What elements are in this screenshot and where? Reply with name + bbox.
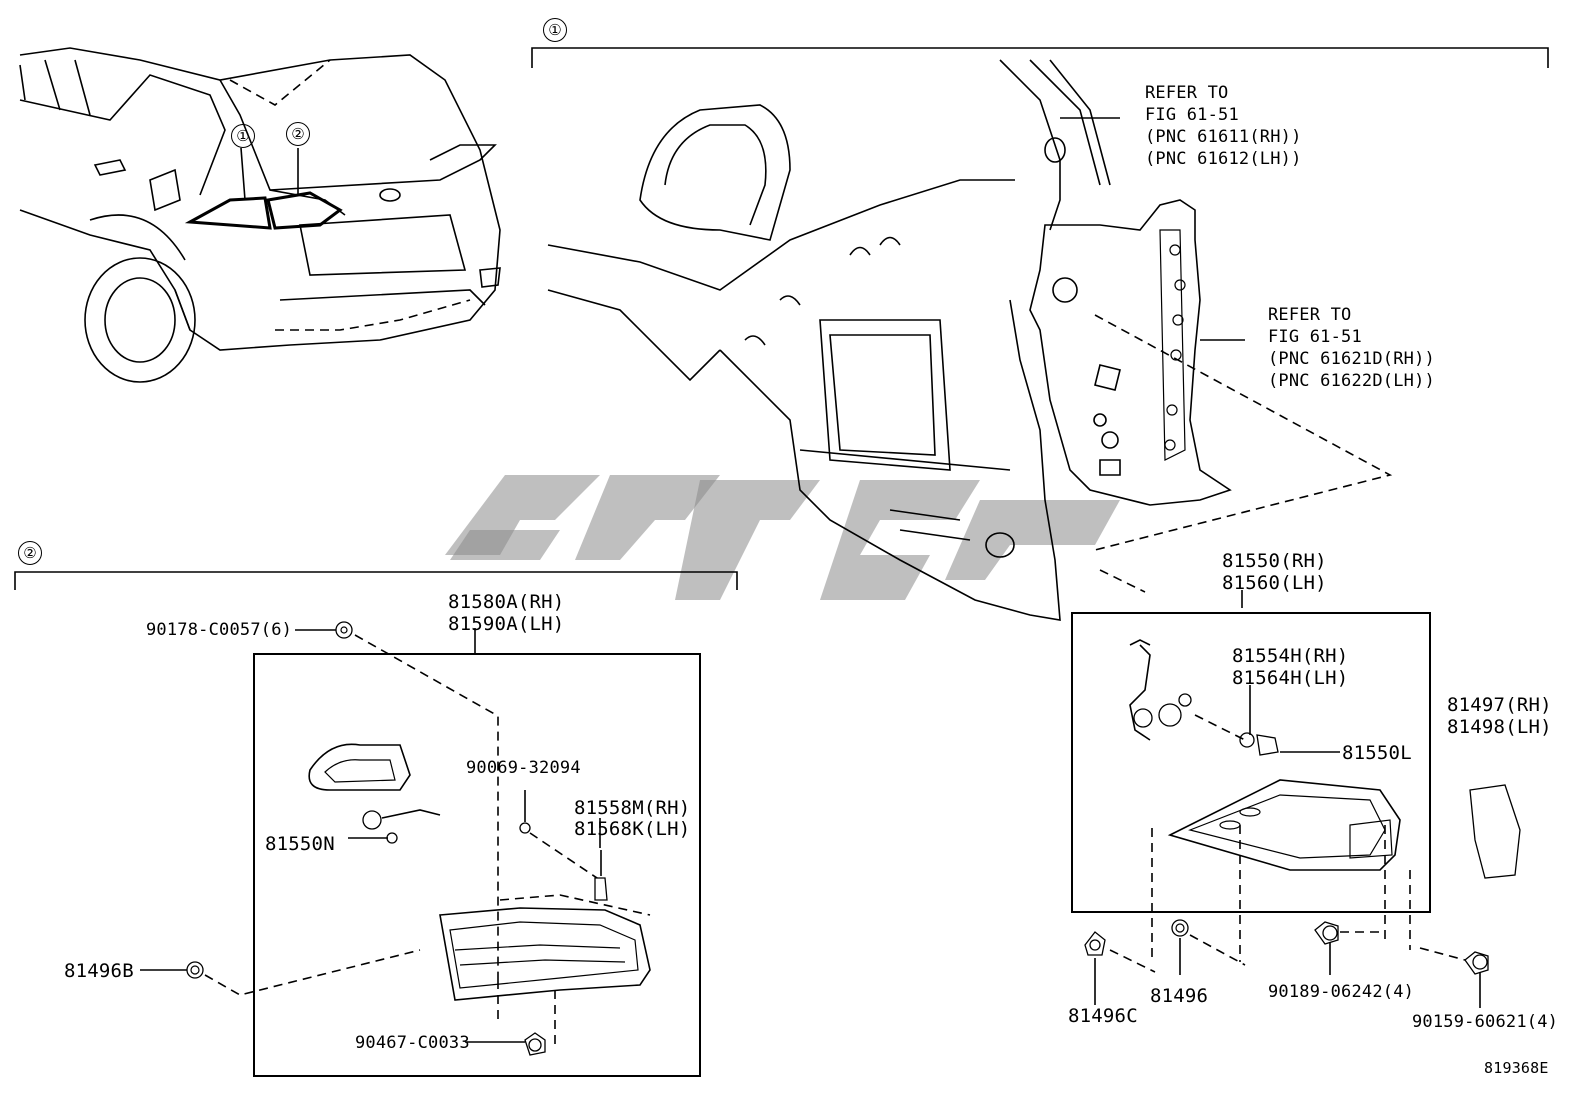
garnish-lamp-drawing	[140, 621, 651, 1056]
vehicle-callout-1: ①	[231, 124, 255, 148]
part-81590a-lh[interactable]: 81590A(LH)	[448, 613, 565, 635]
part-81564h-lh[interactable]: 81564H(LH)	[1232, 667, 1349, 689]
refer-upper-line1: REFER TO	[1145, 83, 1229, 103]
inner-panel-drawing	[1029, 117, 1393, 551]
refer-lower-line2: FIG 61-51	[1268, 327, 1362, 347]
part-81496b[interactable]: 81496B	[64, 960, 134, 982]
section-1-number: ①	[543, 18, 567, 42]
part-81497-rh[interactable]: 81497(RH)	[1447, 694, 1552, 716]
part-90159-60621[interactable]: 90159-60621(4)	[1412, 1012, 1559, 1032]
watermark-logo	[445, 475, 1120, 600]
part-81550n[interactable]: 81550N	[265, 833, 335, 855]
refer-lower-line4: (PNC 61622D(LH))	[1268, 371, 1435, 391]
part-81560-lh[interactable]: 81560(LH)	[1222, 572, 1327, 594]
figure-id: 819368E	[1484, 1059, 1549, 1077]
part-90069-32094[interactable]: 90069-32094	[466, 758, 581, 778]
refer-upper-line2: FIG 61-51	[1145, 105, 1239, 125]
section-2-number: ②	[18, 541, 42, 565]
refer-lower-line3: (PNC 61621D(RH))	[1268, 349, 1435, 369]
vehicle-callout-2: ②	[286, 122, 310, 146]
part-81550-rh[interactable]: 81550(RH)	[1222, 550, 1327, 572]
quarter-panel-drawing	[547, 59, 1111, 621]
part-81554h-rh[interactable]: 81554H(RH)	[1232, 645, 1349, 667]
pad-81497	[1469, 784, 1521, 879]
part-81498-lh[interactable]: 81498(LH)	[1447, 716, 1552, 738]
fasteners-right	[1084, 919, 1489, 1008]
part-90467-c0033[interactable]: 90467-C0033	[355, 1033, 470, 1053]
lamp-81550-drawing	[1099, 569, 1411, 962]
refer-lower-line1: REFER TO	[1268, 305, 1352, 325]
part-81550l[interactable]: 81550L	[1342, 742, 1412, 764]
part-81568k-lh[interactable]: 81568K(LH)	[574, 818, 691, 840]
part-81580a-rh[interactable]: 81580A(RH)	[448, 591, 565, 613]
part-81496[interactable]: 81496	[1150, 985, 1209, 1007]
lamp-assembly-box-81550	[1071, 612, 1431, 913]
refer-upper-line3: (PNC 61611(RH))	[1145, 127, 1302, 147]
part-81558m-rh[interactable]: 81558M(RH)	[574, 797, 691, 819]
section-2-bracket	[14, 571, 738, 590]
garnish-assembly-box-81580	[253, 653, 701, 1077]
section-1-bracket	[531, 47, 1549, 68]
refer-upper-line4: (PNC 61612(LH))	[1145, 149, 1302, 169]
part-81496c[interactable]: 81496C	[1068, 1005, 1138, 1027]
part-90189-06242[interactable]: 90189-06242(4)	[1268, 982, 1415, 1002]
vehicle-rear-view	[19, 47, 501, 383]
part-90178-c0057[interactable]: 90178-C0057(6)	[146, 620, 293, 640]
